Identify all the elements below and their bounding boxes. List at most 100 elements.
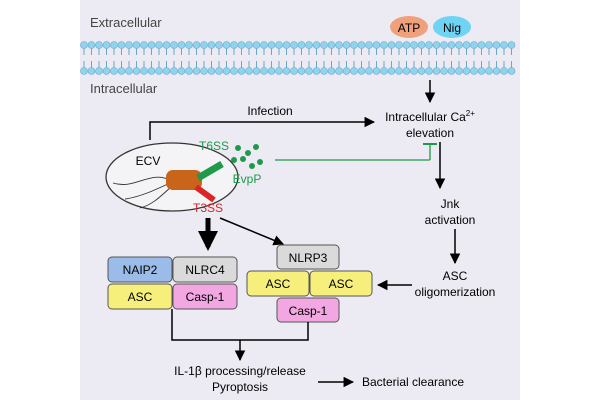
- ecv-label: ECV: [136, 154, 161, 168]
- lipid-head: [237, 41, 246, 49]
- lipid-head: [372, 67, 381, 75]
- nlrc4-casp1-box: [172, 283, 238, 310]
- lipid-head: [305, 67, 313, 75]
- lipid-head: [402, 67, 411, 75]
- lipid-head: [500, 41, 508, 49]
- lipid-head: [365, 67, 373, 75]
- nlrc4-box: [172, 256, 238, 283]
- lipid-head: [440, 41, 448, 49]
- lipid-head: [432, 41, 441, 49]
- infection-arrow: [149, 116, 376, 140]
- lipid-head: [110, 41, 118, 49]
- lipid-head: [462, 67, 471, 75]
- nlrp3-inflammasome: NLRP3 ASC ASC Casp-1: [246, 244, 373, 323]
- lipid-head: [342, 67, 351, 75]
- lipid-head: [95, 41, 103, 49]
- lipid-head: [492, 67, 501, 75]
- lipid-head: [267, 67, 276, 75]
- lipid-head: [372, 41, 381, 49]
- lipid-head: [282, 41, 291, 49]
- lipid-head: [455, 67, 463, 75]
- infection-label: Infection: [247, 104, 292, 118]
- lipid-head: [215, 41, 223, 49]
- outcome-line2: Pyroptosis: [212, 380, 268, 394]
- lipid-head: [132, 67, 141, 75]
- lipid-head: [425, 41, 433, 49]
- t6ss-label: T6SS: [199, 139, 229, 153]
- nlrp3-label: NLRP3: [289, 251, 328, 265]
- lipid-head: [222, 67, 231, 75]
- lipid-head: [402, 41, 411, 49]
- lipid-head: [327, 67, 336, 75]
- lipid-head: [140, 67, 148, 75]
- t3ss-needle: [194, 184, 216, 203]
- lipid-head: [432, 67, 441, 75]
- lipid-head: [260, 67, 268, 75]
- lipid-head: [485, 41, 493, 49]
- outcome-line1: IL-1β processing/release: [174, 364, 306, 378]
- lipid-head: [342, 41, 351, 49]
- naip2-label: NAIP2: [123, 263, 158, 277]
- lipid-head: [185, 67, 193, 75]
- lipid-head: [185, 41, 193, 49]
- extracellular-label: Extracellular: [90, 15, 162, 30]
- lipid-head: [192, 67, 201, 75]
- lipid-head: [80, 41, 88, 49]
- nig-oval: [433, 16, 471, 38]
- lipid-head: [267, 41, 276, 49]
- lipid-head: [177, 41, 186, 49]
- lipid-head: [350, 67, 358, 75]
- nlrp3-asc-right-label: ASC: [329, 277, 354, 291]
- t3ss-label: T3SS: [193, 201, 223, 215]
- lipid-head: [320, 67, 328, 75]
- lipid-head: [207, 41, 216, 49]
- lipid-head: [417, 67, 426, 75]
- lipid-head: [380, 41, 388, 49]
- lipid-head: [252, 67, 261, 75]
- lipid-head: [170, 41, 178, 49]
- t6ss-needle: [196, 160, 224, 182]
- lipid-head: [147, 41, 156, 49]
- lipid-head: [365, 41, 373, 49]
- lipid-head: [102, 67, 111, 75]
- lipid-head: [387, 41, 396, 49]
- lipid-head: [125, 67, 133, 75]
- lipid-head: [297, 67, 306, 75]
- nlrp3-asc-left-label: ASC: [266, 277, 291, 291]
- lipid-head: [477, 67, 486, 75]
- lipid-head: [155, 67, 163, 75]
- lipid-head: [275, 67, 283, 75]
- lipid-head: [312, 67, 321, 75]
- nlrp3-asc-left-box: [246, 270, 310, 297]
- lipid-head: [87, 67, 96, 75]
- lipid-head: [297, 41, 306, 49]
- lipid-head: [162, 41, 171, 49]
- lipid-head: [492, 41, 501, 49]
- lipid-head: [440, 67, 448, 75]
- evpp-label: EvpP: [233, 172, 262, 186]
- lipid-head: [462, 41, 471, 49]
- evpp-effector-dots: [231, 144, 263, 169]
- lipid-head: [417, 41, 426, 49]
- nlrc4-label: NLRC4: [185, 263, 225, 277]
- lipid-head: [200, 41, 208, 49]
- naip2-box: [107, 256, 173, 283]
- lipid-head: [245, 41, 253, 49]
- atp-oval: [390, 16, 428, 38]
- lipid-head: [395, 41, 403, 49]
- nlrp3-box: [276, 244, 340, 270]
- lipid-head: [87, 41, 96, 49]
- t3ss-to-nlrp3-arrow: [219, 217, 284, 246]
- lipid-head: [425, 67, 433, 75]
- flagellum-1: [112, 176, 171, 185]
- lipid-head: [477, 41, 486, 49]
- bacterial-clearance-label: Bacterial clearance: [362, 375, 464, 389]
- lipid-head: [117, 41, 126, 49]
- lipid-head: [305, 41, 313, 49]
- lipid-head: [80, 67, 88, 75]
- lipid-head: [335, 41, 343, 49]
- lipid-head: [125, 41, 133, 49]
- lipid-head: [252, 41, 261, 49]
